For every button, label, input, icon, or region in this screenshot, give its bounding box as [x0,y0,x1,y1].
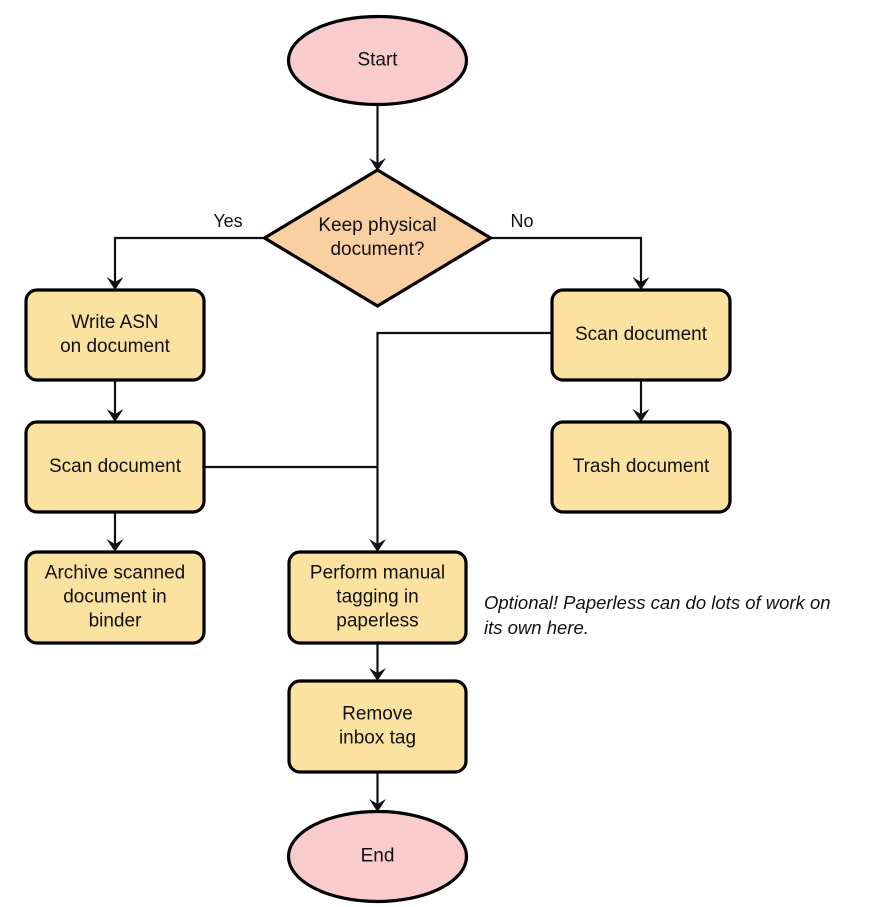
annotations-layer: Optional! Paperless can do lots of work … [484,592,831,638]
terminator-shape [286,809,469,904]
edge-path [113,236,265,283]
edge-path [491,236,643,283]
process-shape [24,550,206,645]
node-label: Scan document [49,456,182,477]
arrowhead-icon [632,277,650,290]
arrowhead-icon [106,277,124,290]
arrowhead-icon [632,409,650,422]
edges-layer [106,104,650,812]
edge-decision-no-to-scan-right [491,236,650,290]
arrowhead-icon [106,409,124,422]
edge-scan-right-to-trash [632,380,650,422]
process-shape [24,288,206,382]
node-start[interactable]: Start [286,14,469,107]
process-shape [24,420,206,514]
arrowhead-icon [106,539,124,552]
terminator-shape [286,14,469,107]
arrowhead-icon [369,539,386,552]
process-shape [287,679,468,774]
edge-path [376,331,552,545]
process-shape [550,288,732,382]
node-end[interactable]: End [286,809,469,904]
node-label: Start [357,50,398,71]
edge-label-label-no: No [510,211,533,231]
decision-shape [261,168,494,308]
edge-start-to-decision [369,104,386,171]
edge-manual-tagging-to-remove-inbox [369,643,386,681]
edge-decision-yes-to-write-asn [106,236,265,290]
edge-scan-right-to-manual-tagging [369,331,552,552]
node-label: Trash document [573,456,710,477]
node-label: Scan document [575,324,708,345]
arrowhead-icon [369,799,386,812]
arrowhead-icon [369,668,386,681]
edge-remove-inbox-to-end [369,772,386,812]
node-trash-document[interactable]: Trash document [550,420,732,514]
annotation-optional-note: Optional! Paperless can do lots of work … [484,592,831,638]
edge-scan-left-to-archive [106,512,124,552]
process-shape [287,550,468,645]
process-shape [550,420,732,514]
arrowhead-icon [369,158,386,171]
edge-label-label-yes: Yes [213,211,242,231]
edge-labels-layer: Yes No [213,211,533,231]
node-scan-document-left[interactable]: Scan document [24,420,206,514]
edge-write-asn-to-scan-left [106,380,124,422]
node-scan-document-right[interactable]: Scan document [550,288,732,382]
node-label: End [361,846,395,867]
